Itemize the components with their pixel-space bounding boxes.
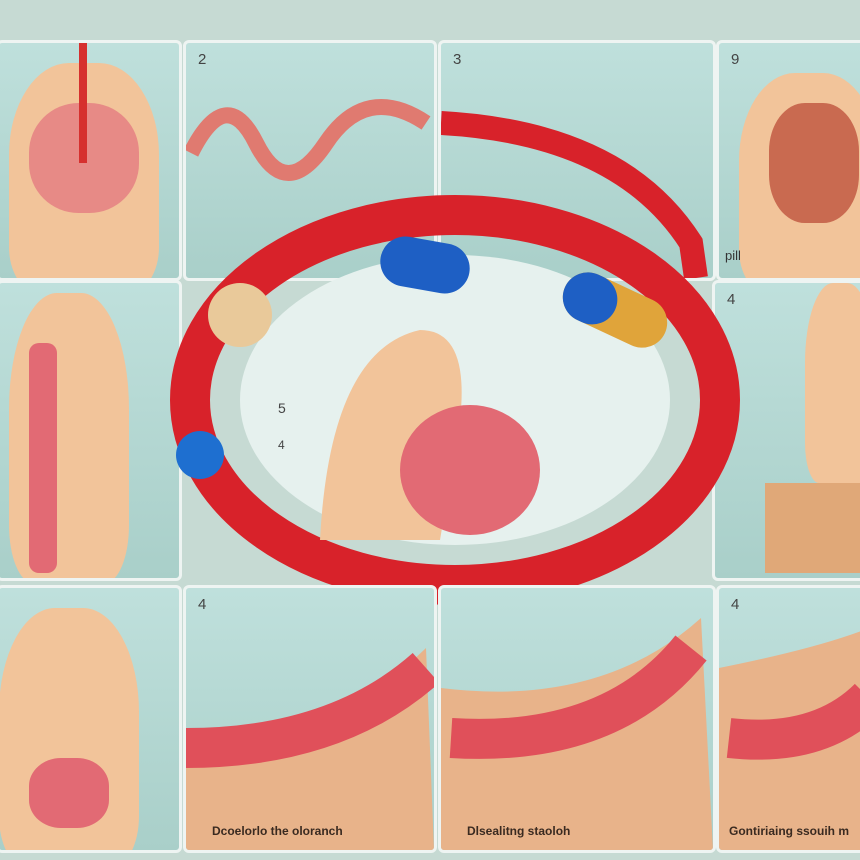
capsule	[380, 236, 470, 294]
step-number-4: 4	[278, 438, 285, 452]
panel-lungs	[0, 40, 182, 281]
caption: Gontiriaing ssouih m	[729, 824, 850, 838]
panel-number: 2	[198, 51, 207, 68]
step-number-5: 5	[278, 400, 286, 416]
panel-esophagus	[0, 280, 182, 581]
panel-number: 4	[731, 596, 740, 613]
panel-number: 4	[198, 596, 207, 613]
caption: Dcoelorlo the oloranch	[212, 824, 343, 838]
panel-dissolve: 4 Dcoelorlo the oloranch	[183, 585, 437, 853]
panel-mouth	[0, 585, 182, 853]
panel-number: 3	[453, 51, 462, 68]
caption: Dlsealitng staoloh	[467, 824, 571, 838]
panel-number: 9	[731, 51, 740, 68]
pill-label: pill	[725, 248, 741, 263]
panel-number: 4	[727, 291, 736, 308]
panel-9: 9 pill	[716, 40, 860, 281]
panel-hand: 4	[712, 280, 860, 581]
panel-absorb: 4 Gontiriaing ssouih m	[716, 585, 860, 853]
panel-stomach: Dlsealitng staoloh	[438, 585, 716, 853]
